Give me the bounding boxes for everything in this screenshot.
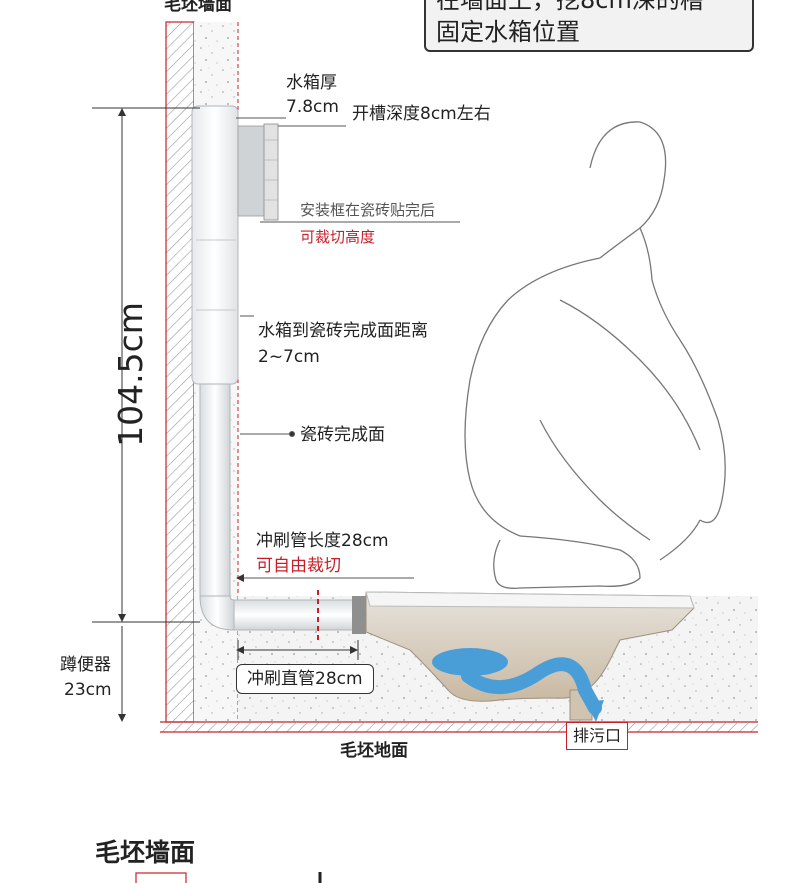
flush-pipe-horizontal xyxy=(233,590,366,640)
total-height-dimension: 104.5cm xyxy=(110,302,150,447)
water-flow xyxy=(432,648,604,722)
rough-floor-label: 毛坯地面 xyxy=(340,741,408,761)
drain-outlet-label: 排污口 xyxy=(566,722,629,750)
callout-box: 在墙面上，挖8cm深的槽 固定水箱位置 xyxy=(424,0,754,52)
tank-to-tile-value: 2~7cm xyxy=(258,347,320,367)
bottom-section-graphic xyxy=(135,872,322,883)
groove-depth-label: 开槽深度8cm左右 xyxy=(352,104,491,124)
top-wall-label: 毛坯墙面 xyxy=(164,0,232,15)
bottom-section-title: 毛坯墙面 xyxy=(95,838,196,867)
tank-thickness-value: 7.8cm xyxy=(286,97,339,117)
flush-pipe-length-label: 冲刷管长度28cm xyxy=(256,531,389,551)
callout-line-2: 固定水箱位置 xyxy=(436,18,580,46)
squat-toilet-label: 蹲便器 xyxy=(60,655,111,675)
cut-height-label: 可裁切高度 xyxy=(300,228,376,246)
free-cut-label: 可自由裁切 xyxy=(256,556,341,576)
tank-to-tile-label: 水箱到瓷砖完成面距离 xyxy=(258,321,428,341)
callout-line-1: 在墙面上，挖8cm深的槽 xyxy=(436,0,704,14)
flush-pipe-vertical xyxy=(199,383,235,631)
leader-lines xyxy=(236,117,460,582)
squat-toilet-value: 23cm xyxy=(64,680,112,700)
squat-toilet xyxy=(365,591,695,721)
tile-surface-label: 瓷砖完成面 xyxy=(300,425,385,445)
frame-after-tile-label: 安装框在瓷砖贴完后 xyxy=(300,201,436,219)
squatting-person-outline xyxy=(464,121,726,589)
water-tank xyxy=(191,105,279,385)
tank-thickness-label: 水箱厚 xyxy=(286,73,337,93)
dimension-lines xyxy=(92,107,359,722)
straight-pipe-label: 冲刷直管28cm xyxy=(236,664,374,694)
